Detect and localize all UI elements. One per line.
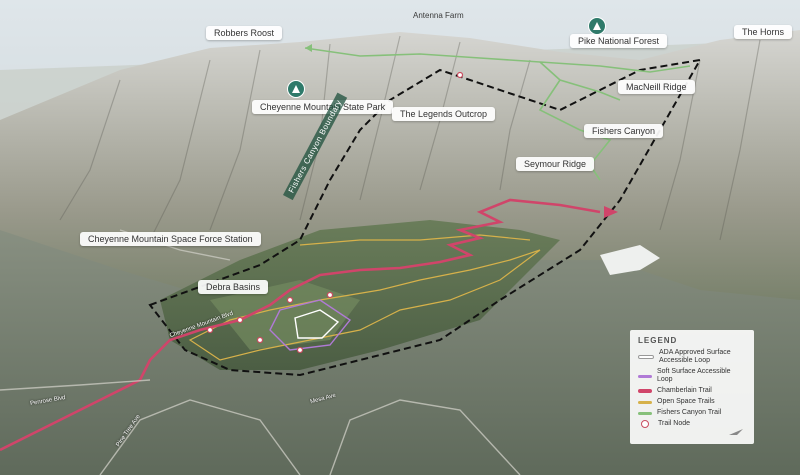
legend-item-soft-surface: Soft Surface Accessible Loop (638, 368, 746, 384)
label-the-horns: The Horns (734, 25, 793, 39)
legend-item-ada: ADA Approved Surface Accessible Loop (638, 349, 746, 365)
legend-label-ada: ADA Approved Surface Accessible Loop (659, 349, 731, 364)
ada-accessible-loop (294, 309, 340, 339)
tree-icon-pike (588, 17, 606, 35)
legend-swatch-trail-node (641, 420, 649, 428)
fishers-canyon-boundary-line (148, 58, 702, 377)
map-legend: LEGEND ADA Approved Surface Accessible L… (630, 330, 754, 444)
label-seymour-ridge: Seymour Ridge (516, 157, 595, 171)
open-space-trails (188, 234, 541, 361)
label-space-force-station: Cheyenne Mountain Space Force Station (80, 232, 261, 246)
label-macneill-ridge: MacNeill Ridge (618, 80, 695, 94)
chamberlain-trail (0, 198, 601, 452)
legend-swatch-chamberlain (638, 389, 652, 393)
label-pike-national-forest: Pike National Forest (570, 34, 668, 48)
legend-label-chamberlain: Chamberlain Trail (657, 387, 712, 394)
legend-swatch-soft-surface (638, 374, 652, 378)
chamberlain-arrow (604, 206, 618, 218)
legend-label-fishers-trail: Fishers Canyon Trail (657, 409, 722, 416)
legend-item-fishers-trail: Fishers Canyon Trail (638, 409, 746, 417)
legend-label-open-space: Open Space Trails (657, 398, 715, 405)
label-robbers-roost: Robbers Roost (206, 26, 283, 40)
label-cheyenne-mountain-state-park: Cheyenne Mountain State Park (252, 100, 394, 114)
legend-swatch-ada (638, 355, 654, 359)
trail-nodes (206, 71, 464, 354)
legend-item-trail-node: Trail Node (638, 420, 746, 428)
label-antenna-farm: Antenna Farm (413, 11, 464, 20)
legend-label-trail-node: Trail Node (658, 420, 691, 427)
north-arrow-icon (729, 429, 743, 435)
legend-item-open-space: Open Space Trails (638, 398, 746, 406)
debra-basins-clearing (210, 280, 360, 350)
label-legends-outcrop: The Legends Outcrop (392, 107, 496, 121)
legend-title: LEGEND (638, 336, 678, 345)
soft-surface-loop (269, 299, 352, 351)
label-debra-basins: Debra Basins (198, 280, 269, 294)
trail-arrow-west (305, 44, 312, 52)
legend-item-chamberlain: Chamberlain Trail (638, 387, 746, 395)
snow-patch (600, 245, 660, 275)
tree-icon-state-park (287, 80, 305, 98)
legend-swatch-fishers-trail (638, 411, 652, 415)
legend-label-soft-surface: Soft Surface Accessible Loop (657, 368, 731, 383)
label-fishers-canyon: Fishers Canyon (584, 124, 664, 138)
legend-swatch-open-space (638, 400, 652, 404)
